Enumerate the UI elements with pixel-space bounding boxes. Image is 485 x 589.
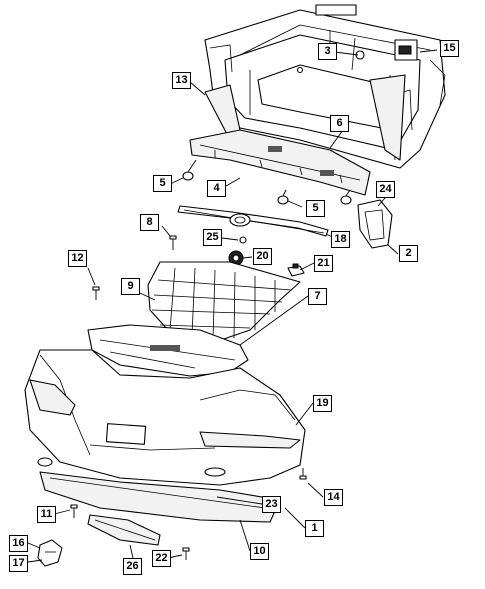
callout-11[interactable]: 11: [37, 506, 56, 523]
callout-6[interactable]: 6: [330, 115, 349, 132]
radiator-support-frame: [204, 4, 446, 169]
grille-9: [147, 261, 301, 343]
callout-5-left[interactable]: 5: [153, 175, 172, 192]
callout-16[interactable]: 16: [9, 535, 28, 552]
push-pins-5: [182, 159, 352, 205]
callout-7[interactable]: 7: [308, 288, 327, 305]
callout-3[interactable]: 3: [318, 43, 337, 60]
callout-15[interactable]: 15: [440, 40, 459, 57]
callout-2[interactable]: 2: [399, 245, 418, 262]
callout-23[interactable]: 23: [262, 496, 281, 513]
callout-4[interactable]: 4: [207, 180, 226, 197]
callout-12[interactable]: 12: [68, 250, 87, 267]
callout-10[interactable]: 10: [250, 543, 269, 560]
clip-21: [287, 263, 305, 277]
emblem-20: [228, 236, 247, 266]
callout-5-right[interactable]: 5: [306, 200, 325, 217]
bumper-reinforcement-6: [189, 129, 371, 196]
callout-17[interactable]: 17: [9, 555, 28, 572]
callout-18[interactable]: 18: [331, 231, 350, 248]
tow-hook-16: [37, 539, 63, 567]
air-dam-10: [39, 471, 281, 523]
callout-25[interactable]: 25: [203, 229, 222, 246]
callout-21[interactable]: 21: [314, 255, 333, 272]
callout-13[interactable]: 13: [172, 72, 191, 89]
callout-9[interactable]: 9: [121, 278, 140, 295]
callout-8[interactable]: 8: [140, 214, 159, 231]
upper-fascia-support: [87, 324, 249, 377]
lower-insert-26: [87, 514, 161, 546]
fascia-bracket-2: [357, 199, 393, 249]
callout-22[interactable]: 22: [152, 550, 171, 567]
callout-26[interactable]: 26: [123, 558, 142, 575]
callout-24[interactable]: 24: [376, 181, 395, 198]
grille-molding-18: [177, 205, 329, 237]
callout-20[interactable]: 20: [253, 248, 272, 265]
front-fascia-1: [24, 349, 306, 486]
leader-lines: [27, 49, 438, 563]
callout-1[interactable]: 1: [305, 520, 324, 537]
callout-19[interactable]: 19: [313, 395, 332, 412]
callout-14[interactable]: 14: [324, 489, 343, 506]
